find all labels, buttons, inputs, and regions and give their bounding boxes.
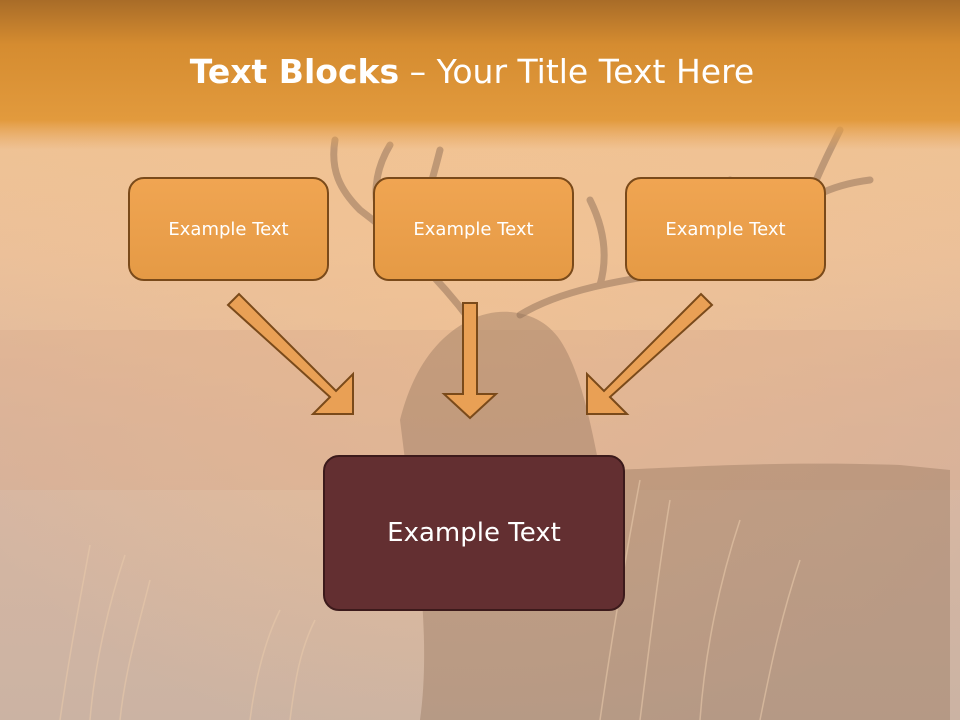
title-rest: Your Title Text Here [436,52,755,91]
title-bold: Text Blocks [189,52,400,91]
arrow-right-diagonal [586,292,714,415]
text-block-1-label: Example Text [168,218,289,240]
text-block-2[interactable]: Example Text [373,177,574,281]
target-text-block-label: Example Text [387,518,561,548]
arrow-center-down [441,302,499,420]
text-block-1[interactable]: Example Text [128,177,329,281]
text-block-3-label: Example Text [665,218,786,240]
title-separator: – [399,52,437,91]
text-block-2-label: Example Text [413,218,534,240]
slide-title: Text Blocks – Your Title Text Here [0,52,944,91]
title-band [0,0,960,150]
text-block-3[interactable]: Example Text [625,177,826,281]
arrow-left-diagonal [226,292,354,415]
target-text-block[interactable]: Example Text [323,455,625,611]
